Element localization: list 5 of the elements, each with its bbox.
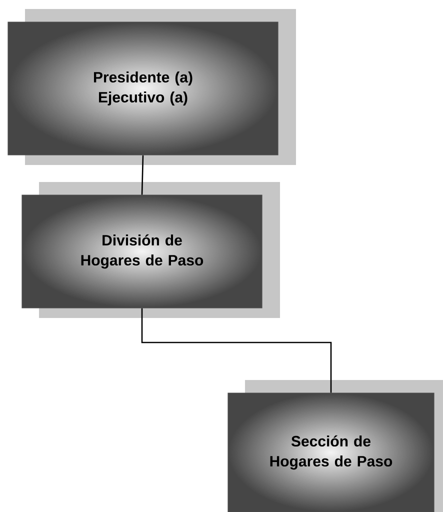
org-box: Sección de Hogares de Paso <box>228 380 443 512</box>
connector-line <box>141 308 332 393</box>
org-box: Presidente (a) Ejecutivo (a) <box>8 9 296 165</box>
connector-line <box>141 155 144 195</box>
org-box: División de Hogares de Paso <box>22 182 280 318</box>
